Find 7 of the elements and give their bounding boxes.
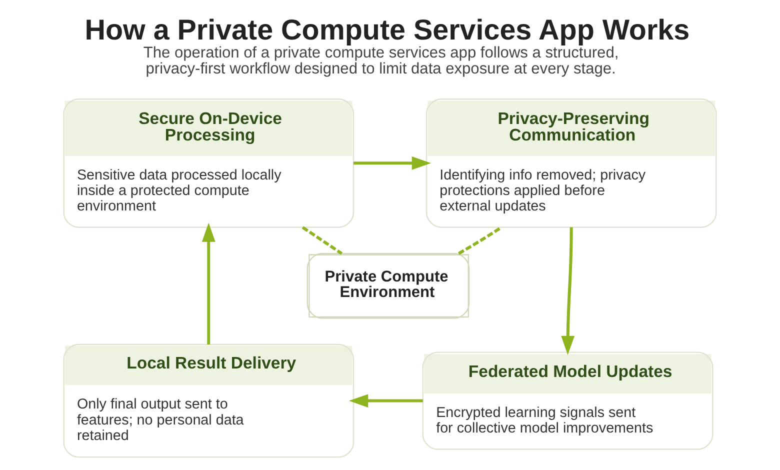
arrow — [202, 222, 216, 345]
arrow — [348, 394, 423, 408]
arrow — [561, 227, 575, 356]
arrow — [354, 156, 432, 170]
connector — [302, 226, 343, 255]
diagram-title: How a Private Compute Services App Works — [84, 14, 690, 47]
connector — [458, 226, 502, 255]
